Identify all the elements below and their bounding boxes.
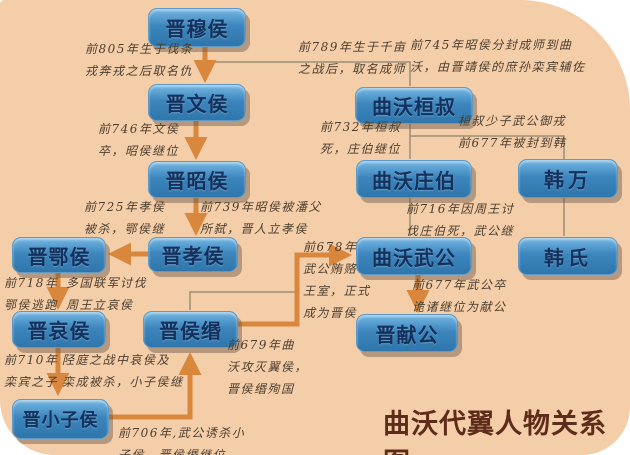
node-jin-xian-gong: 晋献公: [356, 314, 458, 352]
annotation-zhao-to-xiao: 前739年昭侯被潘父 所弑，晋人立孝侯: [200, 200, 322, 236]
annotation-xiaozi-to-min: 前706年,武公诱杀小 子侯，晋侯缗继位: [118, 426, 246, 455]
annotation-ai-right: 陉庭之战中哀侯及 栾成被杀，小子侯继: [62, 353, 184, 389]
node-quwo-zhuangbo: 曲沃庄伯: [356, 160, 472, 198]
annotation-huan-to-zhuang: 前732年桓叔 死，庄伯继位: [320, 120, 402, 156]
annotation-ai-left: 前710年 栾宾之子: [4, 353, 59, 389]
node-jin-hou-min: 晋侯缗: [143, 311, 238, 348]
node-jin-mu-hou: 晋穆侯: [148, 8, 246, 47]
annotation-wen-to-zhao: 前746年文侯 卒，昭侯继位: [98, 122, 180, 158]
annotation-fenfeng-quwo: 前745年昭侯分封成师到曲 沃，由晋靖侯的庶孙栾宾辅佐: [410, 38, 586, 74]
node-jin-xiao-hou: 晋孝侯: [148, 237, 238, 272]
annotation-e-to-ai-left: 前718年 鄂侯逃跑: [4, 276, 59, 312]
node-quwo-wugong: 曲沃武公: [356, 237, 472, 275]
node-jin-wen-hou: 晋文侯: [148, 84, 246, 121]
annotation-xiao-to-e: 前725年孝侯 被杀，鄂侯继: [84, 200, 166, 236]
annotation-wu-to-xian: 前677年武公卒 诡诸继位为献公: [412, 278, 507, 314]
node-han-shi: 韩氏: [518, 237, 618, 275]
annotation-hanwan-note: 桓叔少子武公御戎 前677年被封到韩: [458, 114, 567, 150]
annotation-min-to-wu: 前678年 武公贿赂 王室，正式 成为晋侯: [303, 240, 371, 320]
annotation-e-to-ai-right: 多国联军讨伐 周王立哀侯: [66, 276, 148, 312]
succession-arrows: [46, 44, 430, 420]
annotation-mu-to-wen: 前805年生于伐条 戎奔戎之后取名仇: [85, 42, 194, 78]
node-han-wan: 韩万: [518, 159, 618, 198]
diagram-title: 曲沃代翼人物关系图: [383, 409, 607, 455]
kinship-lines: [189, 61, 565, 310]
node-jin-zhao-hou: 晋昭侯: [148, 161, 246, 198]
node-quwo-huanshu: 曲沃桓叔: [355, 87, 473, 124]
annotation-mie-yi: 前679年曲 沃攻灭翼侯， 晋侯缗殉国: [227, 338, 309, 396]
node-jin-ai-hou: 晋哀侯: [12, 311, 106, 348]
node-jin-xiaozi-hou: 晋小子侯: [12, 399, 109, 439]
node-jin-e-hou: 晋鄂侯: [12, 237, 106, 273]
annotation-zhuang-to-wu: 前716年因周王讨 伐庄伯死，武公继: [406, 202, 515, 238]
annotation-mu-to-huanshu: 前789年生于千亩 之战后，取名成师: [298, 40, 407, 76]
